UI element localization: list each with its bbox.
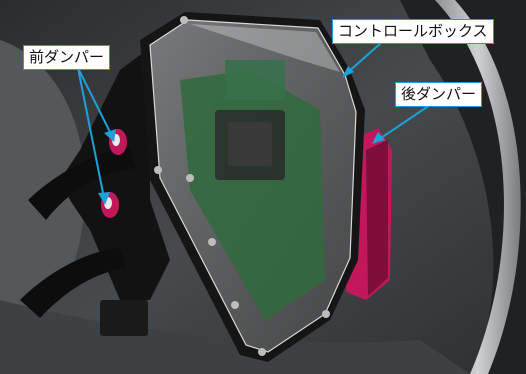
screw-icon: [208, 238, 216, 246]
shell-rim-right: [435, 0, 521, 374]
leader-lines: [77, 41, 431, 199]
arrowhead-control-box: [342, 66, 354, 78]
pcb-module-inner: [228, 122, 272, 166]
screw-icon: [231, 301, 239, 309]
screw-icon: [180, 16, 188, 24]
screw-icon: [154, 166, 162, 174]
leader-line-control-box: [345, 41, 383, 75]
arrowhead-front-upper: [104, 129, 116, 142]
connector-block: [100, 300, 148, 336]
rear-damper-label: 後ダンパー: [395, 82, 483, 107]
leader-line-front-lower: [77, 67, 105, 199]
front-damper-label: 前ダンパー: [23, 45, 111, 70]
housing-highlight: [190, 24, 340, 72]
bracket-arm-upper: [28, 148, 136, 220]
pcb-chip: [225, 60, 285, 100]
leader-line-front-upper: [77, 67, 113, 137]
arrowhead-front-lower: [98, 192, 110, 205]
rear-damper-shadow: [366, 140, 388, 296]
screw-icon: [322, 310, 330, 318]
leader-line-rear: [377, 104, 431, 141]
bracket-arm-lower: [20, 248, 126, 318]
arrowhead-rear: [372, 132, 385, 144]
screw-icon: [258, 348, 266, 356]
control-box-label: コントロールボックス: [332, 19, 494, 44]
screw-icon: [186, 174, 194, 182]
shell-floor: [0, 300, 470, 374]
leader-arrowheads: [98, 66, 385, 205]
